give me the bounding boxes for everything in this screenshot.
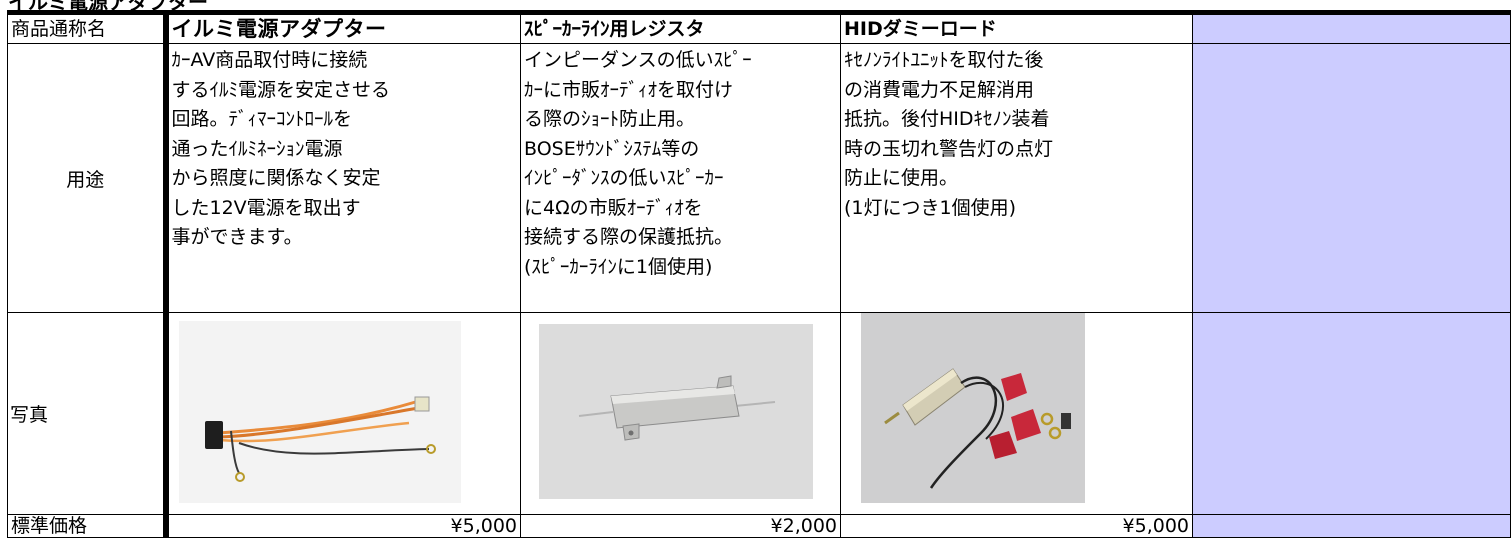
empty-column-cell[interactable] (1192, 10, 1511, 44)
clipped-page-header: イルミ電源アダプター (0, 0, 1511, 10)
price-cell-2[interactable]: ¥2,000 (520, 514, 841, 538)
product-name-cell-2[interactable]: ｽﾋﾟｰｶｰﾗｲﾝ用レジスタ (520, 10, 841, 44)
photo-cell-3[interactable] (840, 312, 1193, 515)
use-text-2: インピーダンスの低いｽﾋﾟｰ ｶｰに市販ｵｰﾃﾞｨｵを取付け る際のｼｮｰﾄ防止… (524, 49, 752, 278)
photo-cell-1[interactable] (162, 312, 521, 515)
row-price: 標準価格 ¥5,000 ¥2,000 ¥5,000 (7, 514, 1511, 538)
product-name-3: HIDダミーロード (844, 18, 997, 40)
wire-harness-photo (178, 321, 461, 503)
price-2: ¥2,000 (770, 515, 837, 537)
use-text-1: ｶｰAV商品取付時に接続 するｲﾙﾐ電源を安定させる 回路。ﾃﾞｨﾏｰｺﾝﾄﾛｰ… (171, 49, 391, 248)
use-text-3: ｷｾﾉﾝﾗｲﾄﾕﾆｯﾄを取付た後 の消費電力不足解消用 抵抗。後付HIDｷｾﾉﾝ… (844, 49, 1054, 219)
photo-cell-2[interactable] (520, 312, 841, 515)
price-3: ¥5,000 (1122, 515, 1189, 537)
product-comparison-table: 商品通称名 イルミ電源アダプター ｽﾋﾟｰｶｰﾗｲﾝ用レジスタ HIDダミーロー… (7, 10, 1511, 538)
empty-column-cell[interactable] (1192, 312, 1511, 515)
product-name-cell-1[interactable]: イルミ電源アダプター (162, 10, 521, 44)
resistor-photo (539, 324, 813, 499)
row-product-name: 商品通称名 イルミ電源アダプター ｽﾋﾟｰｶｰﾗｲﾝ用レジスタ HIDダミーロー… (7, 10, 1511, 44)
price-cell-3[interactable]: ¥5,000 (840, 514, 1193, 538)
use-cell-1[interactable]: ｶｰAV商品取付時に接続 するｲﾙﾐ電源を安定させる 回路。ﾃﾞｨﾏｰｺﾝﾄﾛｰ… (162, 43, 521, 313)
dummy-load-kit-photo (861, 313, 1085, 503)
empty-column-cell[interactable] (1192, 43, 1511, 313)
label-price[interactable]: 標準価格 (7, 514, 166, 538)
product-name-1: イルミ電源アダプター (171, 17, 387, 42)
label-use[interactable]: 用途 (7, 43, 166, 313)
price-cell-1[interactable]: ¥5,000 (162, 514, 521, 538)
empty-column-cell[interactable] (1192, 514, 1511, 538)
product-name-cell-3[interactable]: HIDダミーロード (840, 10, 1193, 44)
price-1: ¥5,000 (450, 515, 517, 537)
use-cell-2[interactable]: インピーダンスの低いｽﾋﾟｰ ｶｰに市販ｵｰﾃﾞｨｵを取付け る際のｼｮｰﾄ防止… (520, 43, 841, 313)
use-cell-3[interactable]: ｷｾﾉﾝﾗｲﾄﾕﾆｯﾄを取付た後 の消費電力不足解消用 抵抗。後付HIDｷｾﾉﾝ… (840, 43, 1193, 313)
row-photo: 写真 (7, 312, 1511, 515)
header-fragment: イルミ電源アダプター (8, 0, 208, 10)
product-name-2: ｽﾋﾟｰｶｰﾗｲﾝ用レジスタ (524, 18, 705, 40)
label-product-name[interactable]: 商品通称名 (7, 10, 166, 44)
row-use: 用途 ｶｰAV商品取付時に接続 するｲﾙﾐ電源を安定させる 回路。ﾃﾞｨﾏｰｺﾝ… (7, 43, 1511, 313)
label-photo[interactable]: 写真 (7, 312, 166, 515)
